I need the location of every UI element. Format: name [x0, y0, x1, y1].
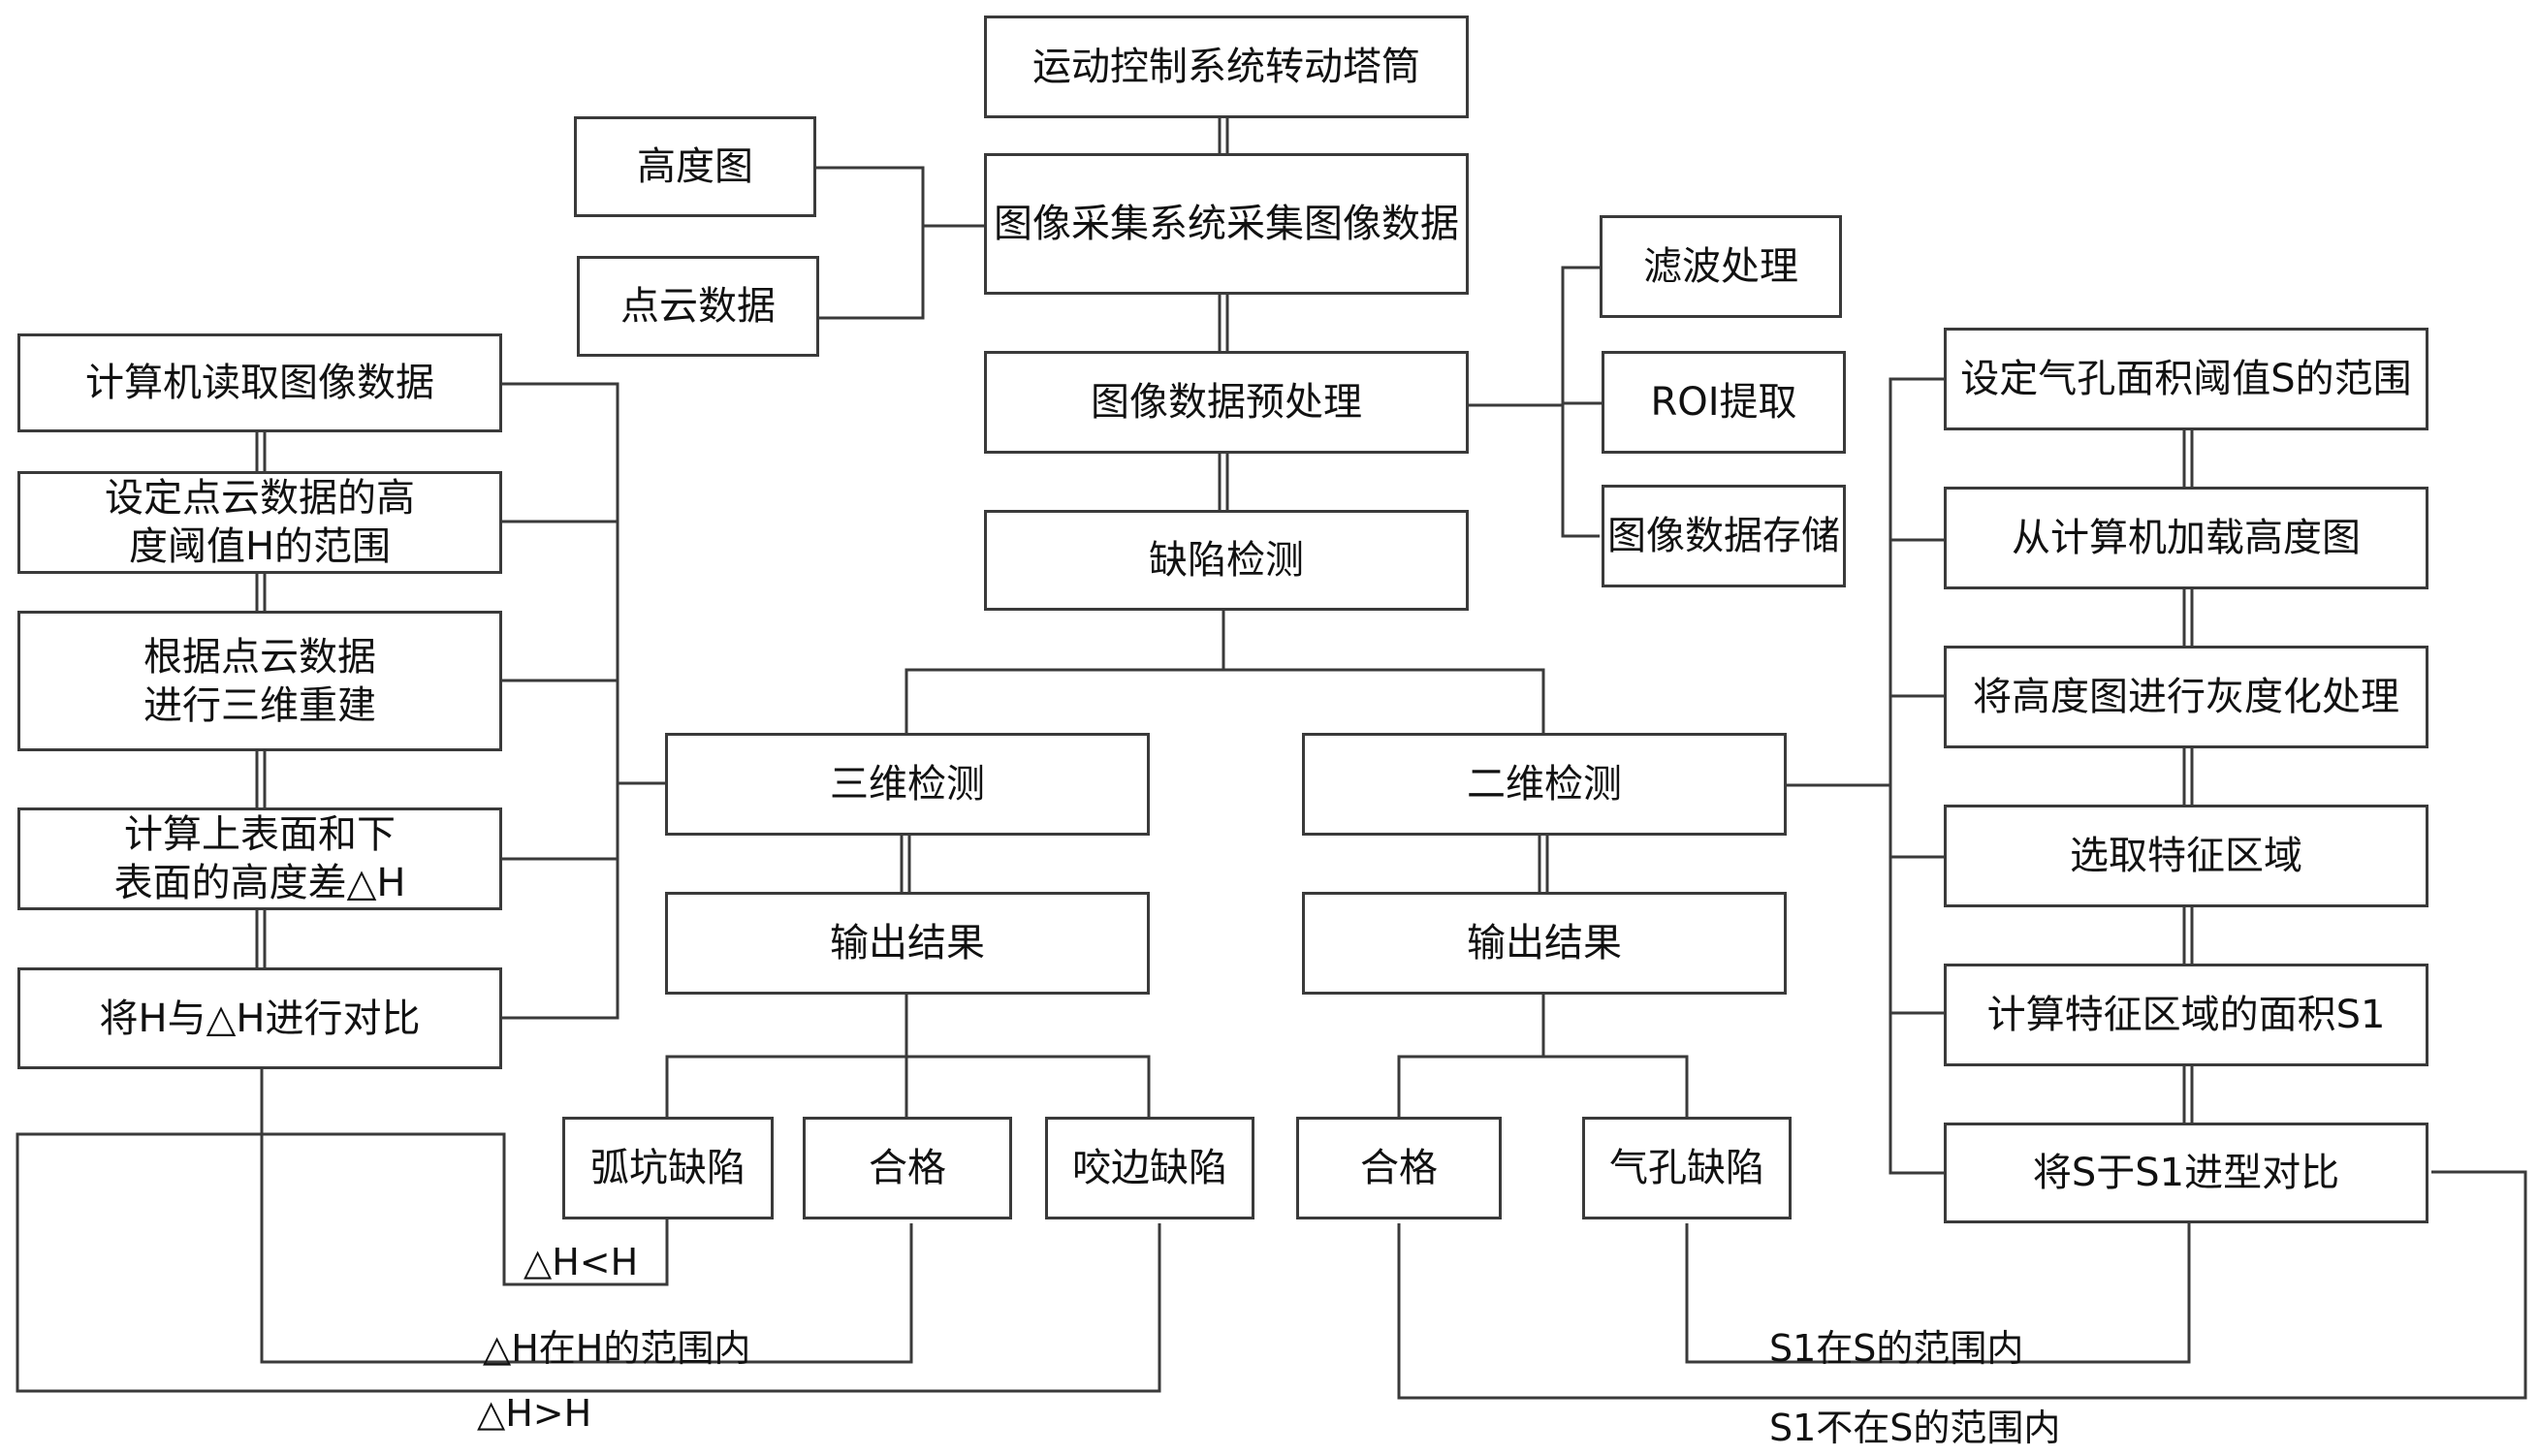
porosity-box: 气孔缺陷: [1582, 1117, 1792, 1219]
link-preprocess-detect: [1218, 454, 1229, 510]
output-2d-label: 输出结果: [1467, 921, 1622, 965]
undercut-box: 咬边缺陷: [1045, 1117, 1254, 1219]
cond-dh-less-h: △H<H: [524, 1241, 639, 1283]
detect-2d-box: 二维检测: [1302, 733, 1787, 836]
link-acquire-preprocess: [1218, 295, 1229, 351]
cond-dh-in-range: △H在H的范围内: [483, 1327, 751, 1370]
grayscale-box: 将高度图进行灰度化处理: [1944, 646, 2428, 748]
compare-s-label: 将S于S1进型对比: [2032, 1151, 2340, 1195]
motion-control-box: 运动控制系统转动塔筒: [984, 16, 1469, 118]
height-map-label: 高度图: [637, 144, 753, 189]
storage-box: 图像数据存储: [1602, 485, 1846, 587]
defect-detect-label: 缺陷检测: [1149, 538, 1304, 583]
cond-dh-greater-h: △H>H: [477, 1392, 592, 1435]
grayscale-label: 将高度图进行灰度化处理: [1973, 675, 2399, 719]
detect-3d-box: 三维检测: [665, 733, 1150, 836]
storage-label: 图像数据存储: [1607, 514, 1840, 558]
load-height-box: 从计算机加载高度图: [1944, 487, 2428, 589]
link-output2d-branches: [1397, 1055, 1689, 1117]
crater-box: 弧坑缺陷: [562, 1117, 774, 1219]
roi-label: ROI提取: [1650, 380, 1797, 425]
undercut-label: 咬边缺陷: [1072, 1146, 1227, 1190]
defect-detect-box: 缺陷检测: [984, 510, 1469, 611]
select-region-box: 选取特征区域: [1944, 805, 2428, 907]
link-motion-acquire: [1218, 118, 1229, 153]
output-3d-label: 输出结果: [830, 921, 985, 965]
read-data-box: 计算机读取图像数据: [17, 333, 502, 432]
height-map-box: 高度图: [574, 116, 816, 217]
height-diff-label: 计算上表面和下 表面的高度差△H: [113, 812, 406, 905]
link-2d-output: [1538, 836, 1549, 892]
detect-3d-label: 三维检测: [830, 762, 985, 807]
link-heightmap-acquire: [816, 166, 925, 320]
reconstruct-label: 根据点云数据 进行三维重建: [143, 634, 376, 728]
image-acquire-box: 图像采集系统采集图像数据: [984, 153, 1469, 295]
motion-control-label: 运动控制系统转动塔筒: [1032, 45, 1420, 89]
load-height-label: 从计算机加载高度图: [2012, 516, 2361, 560]
output-3d-box: 输出结果: [665, 892, 1150, 995]
compare-h-label: 将H与△H进行对比: [99, 996, 421, 1041]
preprocess-label: 图像数据预处理: [1091, 380, 1362, 425]
cond-s1-out-range: S1不在S的范围内: [1769, 1407, 2061, 1449]
link-split-branches: [905, 668, 1545, 733]
porosity-label: 气孔缺陷: [1609, 1146, 1764, 1190]
detect-2d-label: 二维检测: [1467, 762, 1622, 807]
point-cloud-box: 点云数据: [577, 256, 819, 357]
preprocess-box: 图像数据预处理: [984, 351, 1469, 454]
calc-area-label: 计算特征区域的面积S1: [1986, 993, 2386, 1037]
set-s-box: 设定气孔面积阈值S的范围: [1944, 328, 2428, 430]
link-right-bus: [1888, 377, 1944, 1175]
filter-label: 滤波处理: [1643, 244, 1798, 289]
link-left-bus: [502, 382, 619, 1020]
height-diff-box: 计算上表面和下 表面的高度差△H: [17, 807, 502, 910]
link-3d-output: [900, 836, 911, 892]
output-2d-box: 输出结果: [1302, 892, 1787, 995]
read-data-label: 计算机读取图像数据: [85, 361, 434, 405]
link-right-chain: [2182, 430, 2194, 1123]
roi-box: ROI提取: [1602, 351, 1846, 454]
pass-3d-label: 合格: [869, 1146, 946, 1190]
link-left-chain: [255, 432, 267, 967]
pass-3d-box: 合格: [803, 1117, 1012, 1219]
link-cond-s1-in: [1685, 1223, 2191, 1364]
set-s-label: 设定气孔面积阈值S的范围: [1960, 357, 2412, 401]
select-region-label: 选取特征区域: [2070, 834, 2302, 878]
compare-h-box: 将H与△H进行对比: [17, 967, 502, 1069]
link-cond-crater: [16, 1132, 1161, 1393]
compare-s-box: 将S于S1进型对比: [1944, 1123, 2428, 1223]
pass-2d-label: 合格: [1360, 1146, 1438, 1190]
link-cond-less: [260, 1069, 913, 1364]
cond-s1-in-range: S1在S的范围内: [1769, 1327, 2024, 1370]
pass-2d-box: 合格: [1296, 1117, 1502, 1219]
set-h-box: 设定点云数据的高 度阈值H的范围: [17, 471, 502, 574]
point-cloud-label: 点云数据: [620, 284, 776, 329]
set-h-label: 设定点云数据的高 度阈值H的范围: [105, 476, 415, 569]
reconstruct-box: 根据点云数据 进行三维重建: [17, 611, 502, 751]
filter-box: 滤波处理: [1600, 215, 1842, 318]
link-cond-s1-out: [1397, 1170, 2527, 1400]
image-acquire-label: 图像采集系统采集图像数据: [994, 202, 1459, 246]
crater-label: 弧坑缺陷: [590, 1146, 746, 1190]
calc-area-box: 计算特征区域的面积S1: [1944, 964, 2428, 1066]
